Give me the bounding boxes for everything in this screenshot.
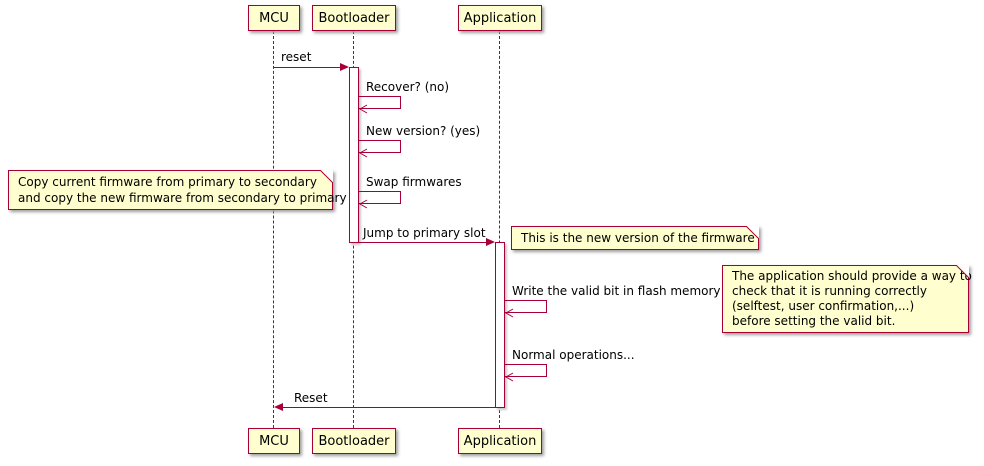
- note-copy-firmware: Copy current firmware from primary to se…: [8, 170, 347, 210]
- participant-application-bottom: Application: [458, 428, 542, 454]
- participant-bootloader-bottom: Bootloader: [312, 428, 396, 454]
- open-arrowhead-left: [359, 104, 368, 114]
- lifeline-mcu: [273, 31, 274, 428]
- participant-label: Bootloader: [318, 10, 390, 26]
- note-selftest: The application should provide a way to …: [722, 265, 972, 333]
- activation-application: [495, 242, 505, 408]
- activation-bootloader: [349, 67, 359, 243]
- self-message-new-version-loop: [359, 140, 401, 153]
- self-message-normal-ops-loop: [505, 364, 547, 377]
- open-arrowhead-left: [359, 199, 368, 209]
- message-reset-label: reset: [281, 50, 312, 64]
- self-message-write-valid-loop: [505, 300, 547, 313]
- message-reset-back-arrowhead: [274, 403, 283, 411]
- lifeline-application: [499, 31, 500, 428]
- message-jump-label: Jump to primary slot: [363, 226, 486, 240]
- self-message-recover-loop: [359, 96, 401, 109]
- participant-label: Bootloader: [318, 433, 390, 449]
- participant-label: MCU: [259, 433, 289, 449]
- self-message-recover-label: Recover? (no): [366, 80, 450, 94]
- participant-mcu-bottom: MCU: [248, 428, 300, 454]
- note-new-firmware-version: This is the new version of the firmware: [511, 226, 759, 250]
- note-copy-firmware-text: Copy current firmware from primary to se…: [18, 175, 347, 205]
- note-fold-icon: [320, 170, 333, 183]
- participant-label: Application: [463, 10, 537, 26]
- note-new-firmware-version-text: This is the new version of the firmware: [521, 231, 755, 245]
- open-arrowhead-left: [505, 308, 514, 318]
- message-reset-back-line: [283, 407, 495, 408]
- open-arrowhead-left: [505, 372, 514, 382]
- note-fold-icon: [746, 226, 759, 239]
- participant-bootloader-top: Bootloader: [312, 5, 396, 31]
- message-reset-back-label: Reset: [294, 391, 328, 405]
- self-message-write-valid-label: Write the valid bit in flash memory: [512, 284, 721, 298]
- self-message-swap-loop: [359, 191, 401, 204]
- message-reset-arrowhead: [340, 63, 349, 71]
- message-jump-arrowhead: [486, 238, 495, 246]
- participant-label: Application: [463, 433, 537, 449]
- self-message-new-version-label: New version? (yes): [366, 124, 481, 138]
- participant-application-top: Application: [458, 5, 542, 31]
- self-message-normal-ops-label: Normal operations...: [512, 348, 635, 362]
- note-fold-icon: [956, 265, 969, 278]
- participant-label: MCU: [259, 10, 289, 26]
- message-jump-line: [359, 242, 486, 243]
- self-message-swap-label: Swap firmwares: [366, 175, 462, 189]
- open-arrowhead-left: [359, 148, 368, 158]
- participant-mcu-top: MCU: [248, 5, 300, 31]
- note-selftest-text: The application should provide a way to …: [732, 269, 972, 328]
- message-reset-line: [274, 67, 340, 68]
